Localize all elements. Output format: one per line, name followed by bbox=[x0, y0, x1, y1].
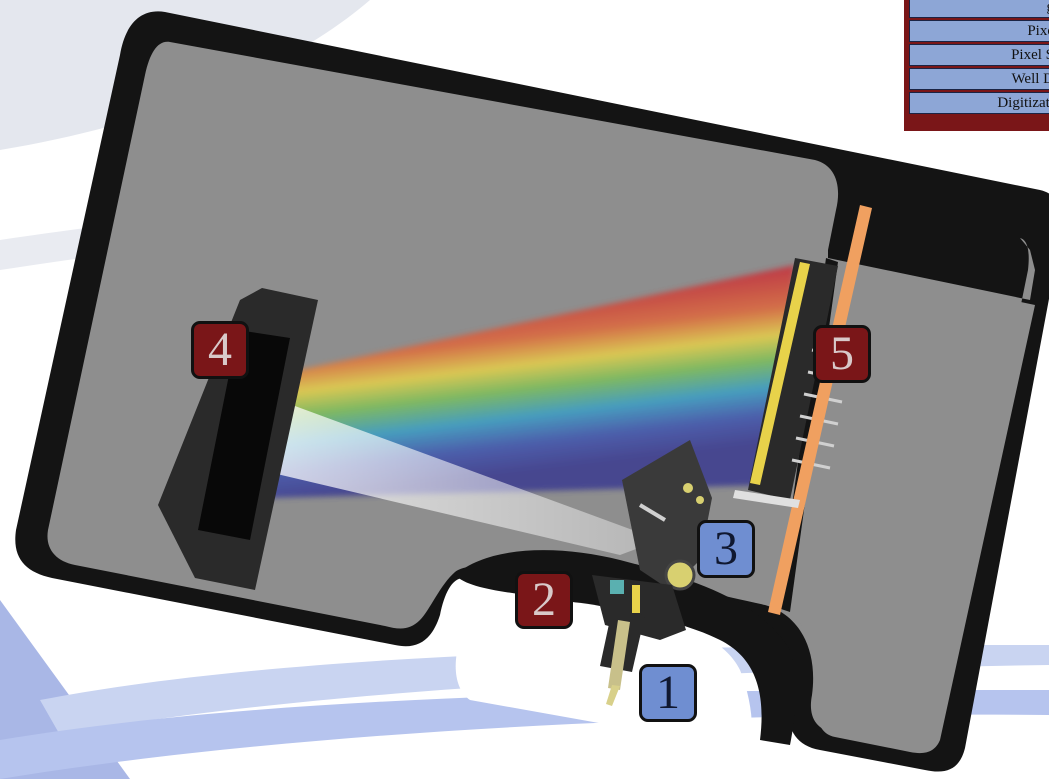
callout-1-label: 1 bbox=[656, 669, 680, 717]
spec-row: Digitizati bbox=[909, 92, 1049, 114]
callout-4-label: 4 bbox=[208, 326, 232, 374]
spec-row: Well D bbox=[909, 68, 1049, 90]
callout-5-label: 5 bbox=[830, 330, 854, 378]
callout-3-label: 3 bbox=[714, 525, 738, 573]
spec-row-label: Pixel S bbox=[1011, 47, 1049, 64]
spec-row-label: Pixe bbox=[1027, 23, 1049, 40]
spec-row: Pixel S bbox=[909, 44, 1049, 66]
callout-5: 5 bbox=[813, 325, 871, 383]
callout-4: 4 bbox=[191, 321, 249, 379]
spec-row: Pixe bbox=[909, 20, 1049, 42]
spec-row: g bbox=[909, 0, 1049, 18]
callout-1: 1 bbox=[639, 664, 697, 722]
spec-row-label: Digitizati bbox=[997, 95, 1049, 112]
callout-2: 2 bbox=[515, 571, 573, 629]
spec-table: g Pixe Pixel S Well D Digitizati bbox=[904, 0, 1049, 131]
callout-3: 3 bbox=[697, 520, 755, 578]
spec-row-label: Well D bbox=[1011, 71, 1049, 88]
callout-2-label: 2 bbox=[532, 576, 556, 624]
